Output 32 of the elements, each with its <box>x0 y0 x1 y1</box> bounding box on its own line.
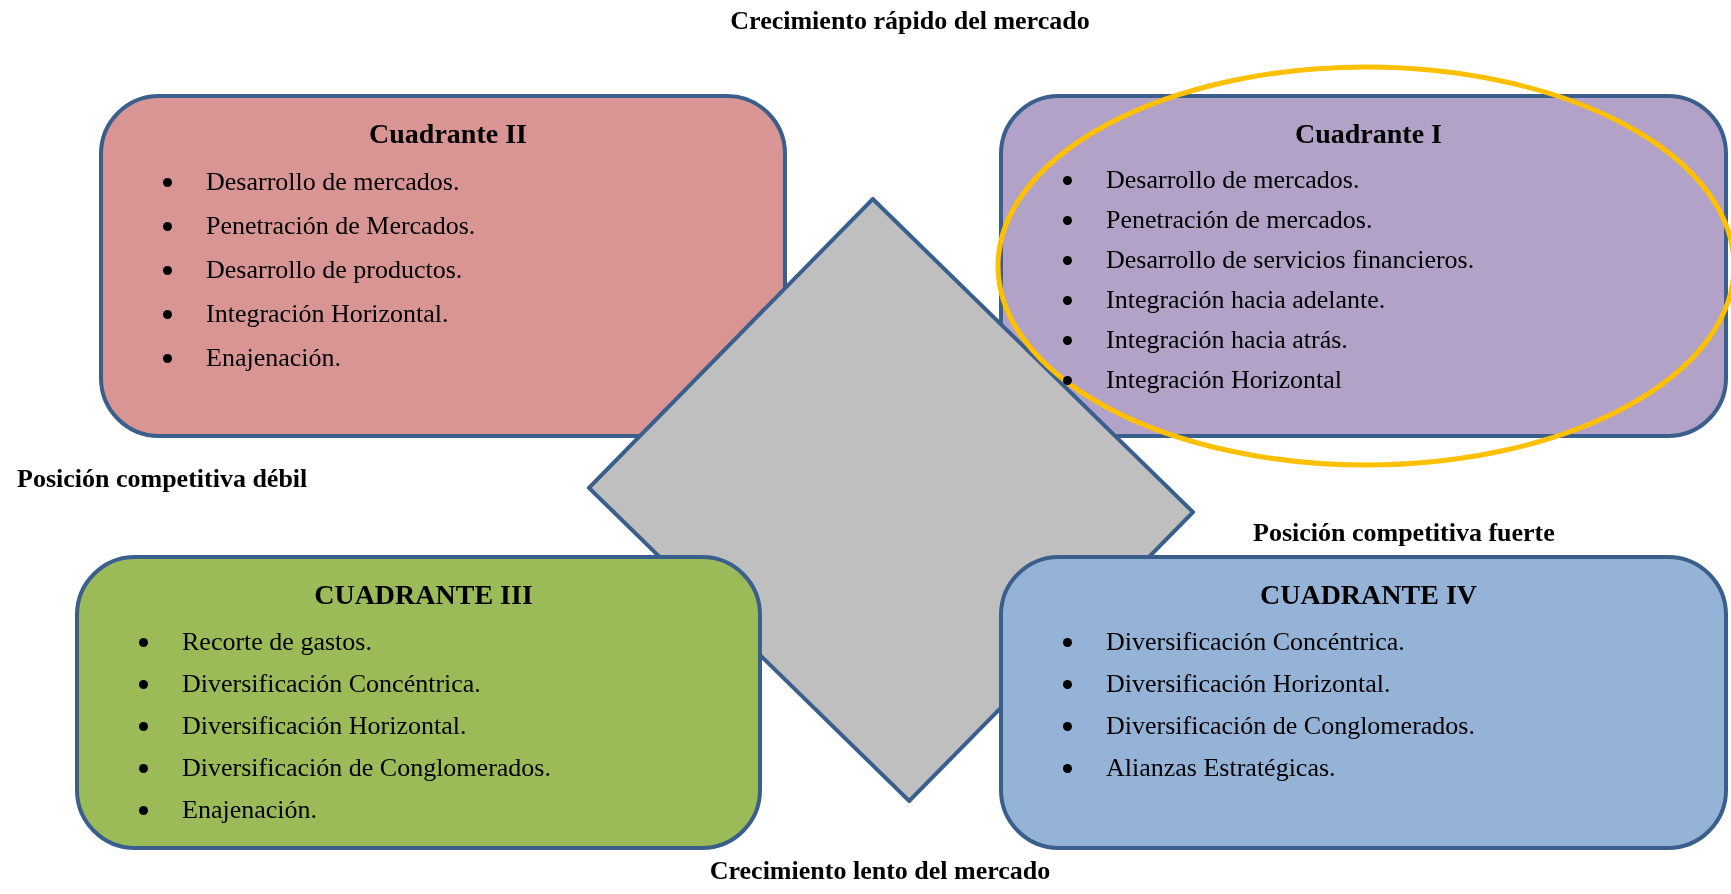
strategy-item: Diversificación de Conglomerados. <box>1106 710 1475 742</box>
strategy-item: Desarrollo de productos. <box>206 254 463 286</box>
axis-label: Crecimiento lento del mercado <box>709 856 1051 886</box>
strategy-item: Penetración de Mercados. <box>206 210 476 242</box>
quadrant-heading: Cuadrante I <box>1295 118 1442 150</box>
strategy-item: Integración Horizontal <box>1106 364 1343 396</box>
axis-label: Posición competitiva fuerte <box>1253 518 1555 548</box>
quadrant-box <box>999 555 1728 850</box>
strategy-item: Enajenación. <box>206 342 341 374</box>
quadrant-box <box>99 94 787 438</box>
strategy-item: Alianzas Estratégicas. <box>1106 752 1336 784</box>
strategy-item: Integración Horizontal. <box>206 298 449 330</box>
strategy-item: Integración hacia atrás. <box>1106 324 1348 356</box>
strategy-item: Integración hacia adelante. <box>1106 284 1386 316</box>
quadrant-box <box>75 555 762 850</box>
axis-label: Crecimiento rápido del mercado <box>730 6 1090 36</box>
strategy-item: Desarrollo de mercados. <box>1106 164 1360 196</box>
strategy-item: Diversificación Horizontal. <box>182 710 467 742</box>
strategy-item: Enajenación. <box>182 794 317 826</box>
quadrant-heading: Cuadrante II <box>369 118 527 150</box>
strategy-item: Diversificación Concéntrica. <box>1106 626 1405 658</box>
quadrant-heading: CUADRANTE III <box>314 579 533 611</box>
strategy-item: Diversificación Concéntrica. <box>182 668 481 700</box>
strategy-item: Desarrollo de servicios financieros. <box>1106 244 1475 276</box>
strategy-item: Desarrollo de mercados. <box>206 166 460 198</box>
axis-label: Posición competitiva débil <box>17 464 308 494</box>
quadrant-box <box>999 94 1728 438</box>
quadrant-heading: CUADRANTE IV <box>1260 579 1477 611</box>
strategy-item: Diversificación Horizontal. <box>1106 668 1391 700</box>
strategy-item: Diversificación de Conglomerados. <box>182 752 551 784</box>
strategy-item: Penetración de mercados. <box>1106 204 1373 236</box>
strategy-item: Recorte de gastos. <box>182 626 372 658</box>
